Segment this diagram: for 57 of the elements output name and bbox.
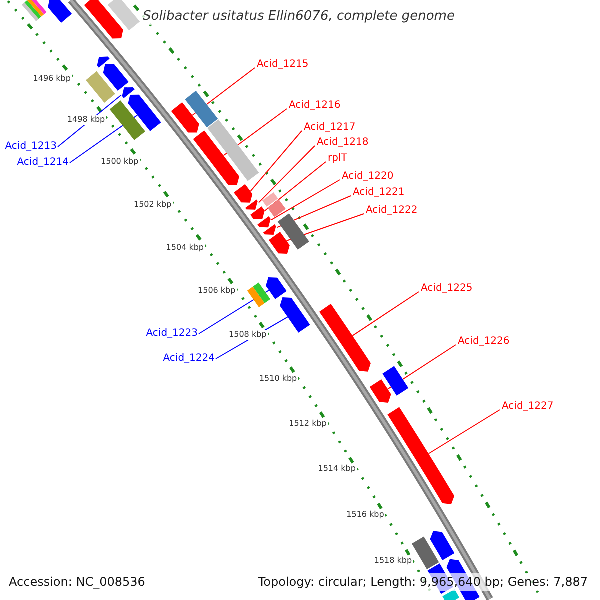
gene-block	[258, 216, 271, 228]
gene-block	[48, 0, 72, 24]
genome-info-text: Topology: circular; Length: 9,965,640 bp; Genes: 7,887	[256, 573, 590, 591]
category-bar	[382, 366, 409, 396]
gene-label: rplT	[328, 153, 348, 165]
scale-label: 1508 kbp	[228, 330, 268, 340]
gene-block	[193, 130, 240, 186]
leader-line	[428, 410, 500, 454]
gene-block	[319, 304, 371, 372]
gene-label: Acid_1224	[163, 353, 215, 365]
gene-block	[250, 206, 265, 220]
gene-block	[245, 200, 258, 210]
scale-label: 1502 kbp	[133, 200, 173, 210]
leader-line	[352, 292, 420, 336]
gene-label: Acid_1221	[353, 187, 405, 199]
map-title: Solibacter usitatus Ellin6076, complete genome	[141, 9, 457, 25]
gene-block	[263, 224, 276, 236]
gene-label: Acid_1218	[317, 137, 369, 149]
gene-label: Acid_1225	[421, 283, 473, 295]
gene-block	[268, 232, 290, 254]
gene-label: Acid_1227	[502, 401, 554, 413]
gene-label: Acid_1226	[458, 336, 510, 348]
gene-block	[84, 0, 124, 39]
gene-label: Acid_1215	[257, 59, 309, 71]
leader-line	[264, 162, 326, 212]
gene-label: Acid_1222	[366, 205, 418, 217]
scale-label: 1518 kbp	[373, 556, 414, 566]
leader-line	[198, 290, 270, 334]
scale-label: 1496 kbp	[32, 74, 72, 84]
scale-label: 1498 kbp	[66, 115, 106, 126]
gene-block	[280, 298, 310, 333]
gene-block	[370, 380, 392, 403]
gene-block	[97, 56, 110, 68]
scale-label: 1514 kbp	[317, 464, 357, 474]
gene-block	[266, 278, 287, 300]
gene-label: Acid_1223	[146, 328, 198, 340]
gene-block	[128, 94, 162, 132]
scale-label: 1510 kbp	[258, 374, 298, 384]
scale-label: 1506 kbp	[197, 286, 237, 296]
scale-label: 1516 kbp	[346, 510, 386, 520]
leader-line	[250, 130, 302, 192]
gene-label: Acid_1213	[5, 141, 57, 153]
gene-block	[430, 531, 455, 560]
gene-block	[103, 64, 129, 91]
scale-label: 1500 kbp	[100, 157, 140, 168]
leader-line	[271, 180, 340, 220]
gene-label: Acid_1214	[17, 157, 69, 169]
leader-line	[258, 146, 316, 204]
gene-block	[122, 87, 135, 98]
gene-block	[171, 102, 200, 133]
scale-label: 1512 kbp	[288, 419, 328, 430]
scale-label: 1504 kbp	[165, 242, 205, 253]
gene-label: Acid_1217	[304, 122, 356, 134]
gene-block	[388, 407, 455, 504]
gene-label: Acid_1220	[342, 171, 394, 183]
gene-label: Acid_1216	[289, 100, 341, 112]
gene-block	[234, 184, 253, 203]
